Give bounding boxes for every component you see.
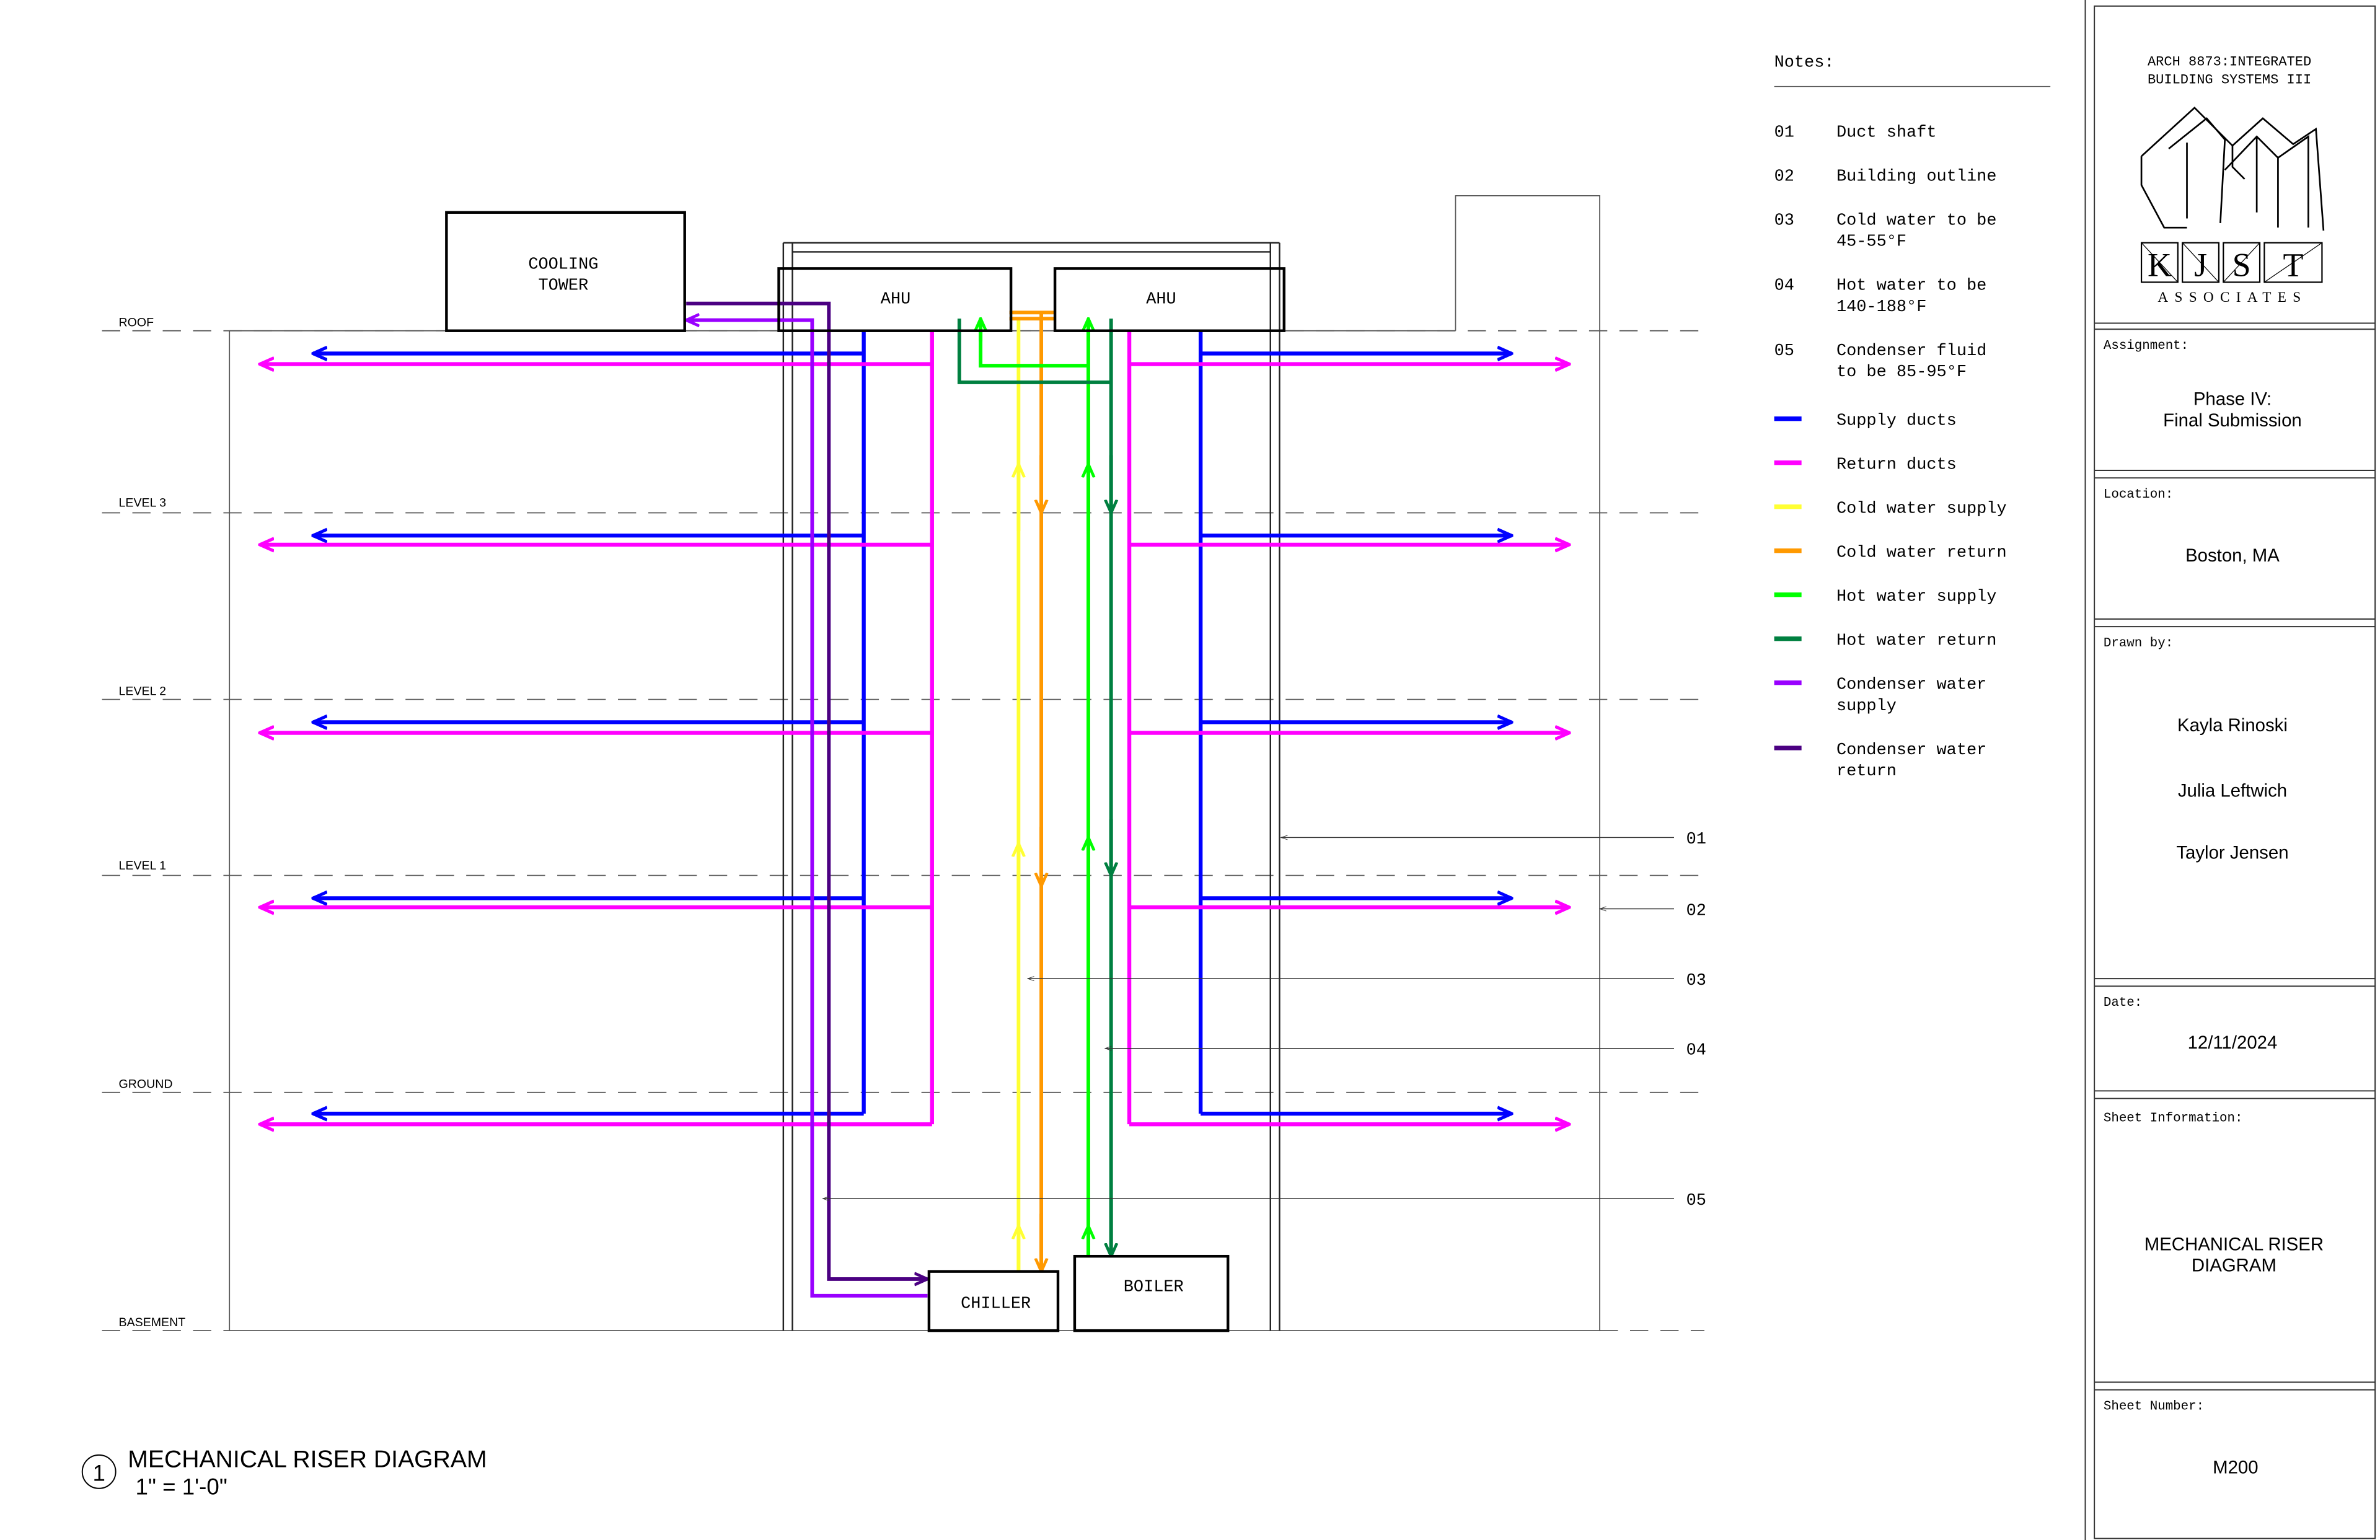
callout-04: 04 bbox=[1686, 1042, 1706, 1060]
drawing-title-text: MECHANICAL RISER DIAGRAM bbox=[128, 1446, 487, 1472]
title-block bbox=[2084, 0, 2376, 1540]
callout-01: 01 bbox=[1686, 830, 1706, 849]
hot-water-supply-pipe bbox=[981, 319, 1088, 1257]
ahu-right-label: AHU bbox=[1146, 291, 1176, 309]
condenser-water-return-pipe bbox=[686, 301, 927, 1279]
return-duct-branches bbox=[260, 330, 1569, 1124]
detail-number: 1 bbox=[92, 1461, 105, 1486]
cooling-tower: COOLING TOWER bbox=[445, 211, 686, 332]
note-number: 03 bbox=[1774, 211, 1794, 230]
note-number: 01 bbox=[1774, 123, 1794, 142]
ahu-right: AHU bbox=[1053, 267, 1285, 332]
ahu-left-label: AHU bbox=[881, 291, 910, 309]
sheet-info-value-line2: DIAGRAM bbox=[2192, 1256, 2276, 1276]
note-text: Condenser fluid bbox=[1836, 342, 1986, 361]
level-label-roof: ROOF bbox=[119, 315, 154, 329]
callout-leaders bbox=[823, 837, 1674, 1199]
sheet-number-value: M200 bbox=[2213, 1457, 2258, 1477]
legend-label: Hot water supply bbox=[1836, 588, 1996, 607]
boiler-label: BOILER bbox=[1124, 1278, 1184, 1296]
firm-logo: K J S T ASSOCIATES bbox=[2140, 106, 2325, 306]
level-label-level-3: LEVEL 3 bbox=[119, 496, 167, 510]
detail-number-circle bbox=[81, 1454, 117, 1489]
assignment-value-line2: Final Submission bbox=[2163, 410, 2302, 431]
hot-water-return-pipe bbox=[957, 319, 1111, 1256]
cooling-tower-label-line2: TOWER bbox=[538, 277, 588, 296]
legend-label: Return ducts bbox=[1836, 456, 1957, 475]
drawn-by-label: Drawn by: bbox=[2104, 636, 2173, 651]
legend-label: Condenser water bbox=[1836, 741, 1986, 760]
note-text: to be 85-95°F bbox=[1836, 363, 1967, 382]
level-label-basement: BASEMENT bbox=[119, 1316, 186, 1329]
callout-numbers: 01 02 03 04 05 bbox=[1686, 830, 1706, 1210]
duct-shaft bbox=[782, 242, 1280, 1331]
note-number: 04 bbox=[1774, 277, 1794, 296]
note-number: 05 bbox=[1774, 342, 1794, 361]
note-text: Hot water to be bbox=[1836, 277, 1986, 296]
drawn-by-name: Julia Leftwich bbox=[2178, 780, 2287, 801]
date-value: 12/11/2024 bbox=[2188, 1032, 2278, 1053]
logo-letter: K bbox=[2148, 247, 2172, 284]
chiller: CHILLER bbox=[927, 1270, 1060, 1332]
supply-duct-branches bbox=[313, 330, 1512, 1114]
sheet-info-label: Sheet Information: bbox=[2104, 1111, 2243, 1125]
note-text: Building outline bbox=[1836, 167, 1996, 186]
course-title-line2: BUILDING SYSTEMS III bbox=[2148, 73, 2311, 88]
location-label: Location: bbox=[2104, 488, 2173, 502]
note-number: 02 bbox=[1774, 167, 1794, 186]
course-title-line1: ARCH 8873:INTEGRATED bbox=[2148, 54, 2311, 69]
drawn-by-name: Kayla Rinoski bbox=[2177, 715, 2288, 736]
location-value: Boston, MA bbox=[2185, 545, 2280, 566]
cold-water-return-pipe bbox=[1009, 310, 1056, 1271]
logo-roofline-icon bbox=[2140, 106, 2325, 231]
logo-letter-boxes bbox=[2140, 242, 2323, 283]
callout-03: 03 bbox=[1686, 972, 1706, 990]
drawing-title: 1 MECHANICAL RISER DIAGRAM 1" = 1'-0" bbox=[81, 1446, 487, 1500]
logo-subtitle: ASSOCIATES bbox=[2157, 289, 2307, 306]
legend-label: return bbox=[1836, 762, 1897, 781]
logo-letter: J bbox=[2194, 247, 2207, 284]
legend-label: Cold water return bbox=[1836, 544, 2007, 563]
legend-label: Cold water supply bbox=[1836, 500, 2007, 519]
level-label-level-2: LEVEL 2 bbox=[119, 684, 167, 698]
level-labels: ROOF LEVEL 3 LEVEL 2 LEVEL 1 GROUND BASE… bbox=[119, 315, 186, 1329]
floor-lines bbox=[102, 330, 1704, 1331]
callout-05: 05 bbox=[1686, 1192, 1706, 1210]
drawing-scale: 1" = 1'-0" bbox=[135, 1474, 227, 1500]
note-text: 45-55°F bbox=[1836, 233, 1906, 252]
note-text: Duct shaft bbox=[1836, 123, 1937, 142]
legend-label: Condenser water bbox=[1836, 676, 1986, 695]
chiller-label: CHILLER bbox=[961, 1295, 1031, 1313]
boiler: BOILER bbox=[1073, 1254, 1230, 1332]
date-label: Date: bbox=[2104, 996, 2142, 1010]
notes-panel: Notes: 01 Duct shaft 02 Building outline… bbox=[1774, 54, 2051, 382]
drawn-by-name: Taylor Jensen bbox=[2176, 843, 2288, 863]
logo-letter: T bbox=[2283, 247, 2303, 284]
notes-heading: Notes: bbox=[1774, 54, 1835, 73]
note-text: Cold water to be bbox=[1836, 211, 1996, 230]
legend-label: Supply ducts bbox=[1836, 412, 1957, 431]
sheet-number-label: Sheet Number: bbox=[2104, 1399, 2204, 1414]
sheet-info-value-line1: MECHANICAL RISER bbox=[2144, 1234, 2324, 1254]
legend: Supply ducts Return ducts Cold water sup… bbox=[1774, 412, 2007, 781]
level-label-ground: GROUND bbox=[119, 1077, 173, 1091]
condenser-water-supply-pipe bbox=[686, 320, 928, 1298]
level-label-level-1: LEVEL 1 bbox=[119, 859, 167, 873]
legend-label: Hot water return bbox=[1836, 632, 1996, 651]
ahu-left: AHU bbox=[777, 267, 1013, 332]
assignment-label: Assignment: bbox=[2104, 339, 2188, 353]
cooling-tower-label-line1: COOLING bbox=[528, 255, 598, 274]
note-text: 140-188°F bbox=[1836, 298, 1926, 317]
logo-letter: S bbox=[2232, 247, 2251, 284]
course-title: ARCH 8873:INTEGRATED BUILDING SYSTEMS II… bbox=[2148, 54, 2311, 87]
callout-02: 02 bbox=[1686, 902, 1706, 920]
assignment-value-line1: Phase IV: bbox=[2193, 389, 2272, 410]
legend-label: supply bbox=[1836, 697, 1897, 716]
